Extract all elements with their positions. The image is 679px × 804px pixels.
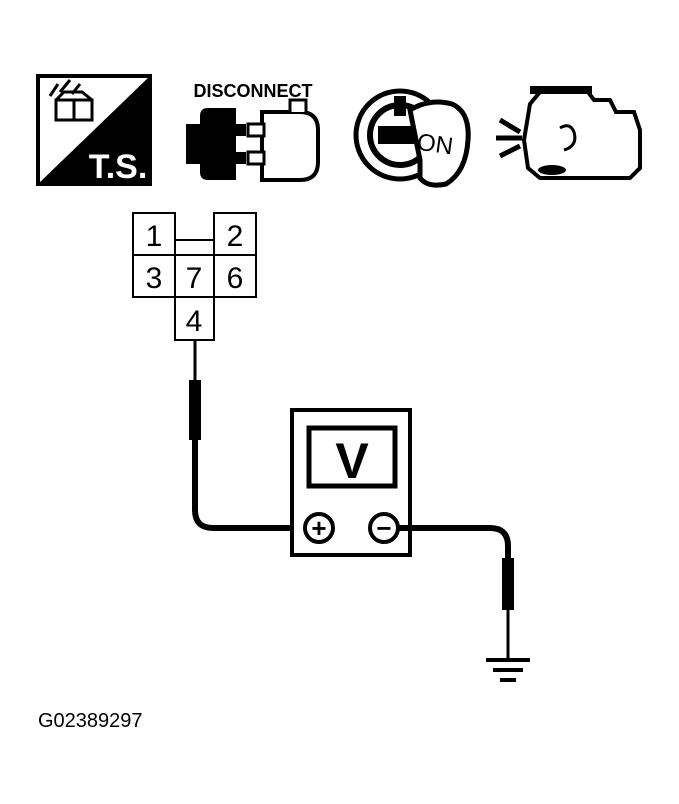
probe-icon	[48, 79, 94, 122]
connector-face	[132, 212, 257, 341]
negative-terminal-symbol: −	[376, 513, 391, 543]
terminal-label: 3	[146, 262, 163, 295]
disconnect-connector-icon: DISCONNECT	[186, 81, 320, 182]
terminal-label: 7	[186, 262, 203, 295]
positive-probe	[189, 380, 201, 440]
on-label: ON	[415, 129, 454, 161]
ground-symbol-icon	[486, 658, 530, 682]
negative-probe-lead	[398, 525, 514, 658]
figure-id: G02389297	[38, 710, 143, 732]
ts-label: T.S.	[89, 148, 148, 186]
positive-terminal-symbol: +	[311, 513, 326, 543]
meter-display	[306, 425, 398, 489]
voltmeter: V + −	[290, 408, 412, 557]
terminal-label: 2	[227, 220, 244, 253]
terminal-label: 1	[146, 220, 163, 253]
terminal-cell-6	[213, 254, 257, 298]
terminal-label: 6	[227, 262, 244, 295]
ts-test-icon: T.S.	[36, 74, 152, 186]
terminal-cell-7	[174, 254, 215, 298]
negative-probe	[502, 558, 514, 610]
positive-probe-lead	[189, 340, 298, 531]
terminal-cell-2	[213, 212, 257, 256]
engine-stopped-icon	[496, 86, 642, 180]
terminal-cell-3	[132, 254, 176, 298]
disconnect-label: DISCONNECT	[193, 81, 312, 101]
terminal-label: 4	[186, 305, 203, 338]
meter-display-text: V	[335, 433, 369, 489]
ignition-key-icon: ON	[353, 88, 471, 188]
positive-terminal-icon	[303, 512, 335, 544]
